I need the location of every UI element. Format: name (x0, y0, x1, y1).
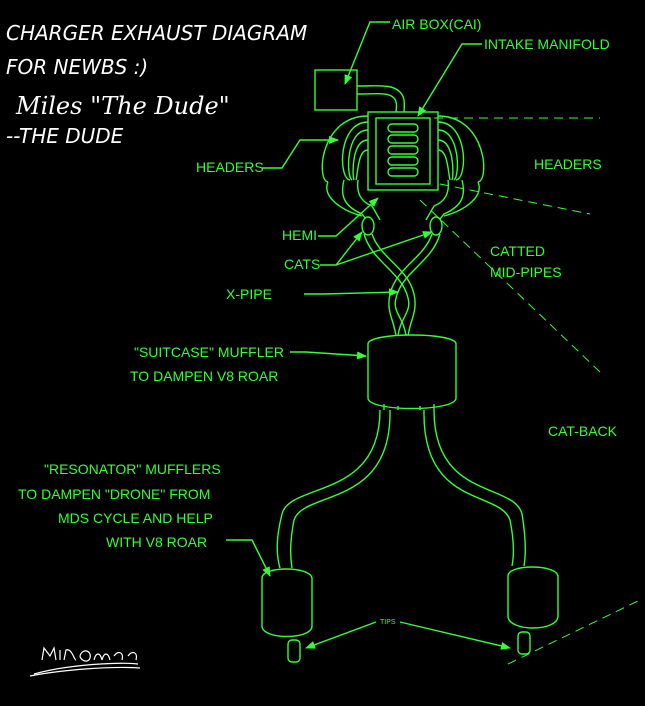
cats-leader-right (335, 231, 433, 266)
x-pipe-label: X-PIPE (226, 286, 272, 302)
resonator-left (261, 568, 313, 638)
intake-manifold (367, 111, 439, 191)
intake-manifold-inner (375, 117, 431, 185)
resonator-label-3: MDS CYCLE AND HELP (58, 510, 213, 526)
suitcase-label-2: TO DAMPEN V8 ROAR (130, 368, 278, 384)
title-line-2: FOR NEWBS :) (6, 55, 148, 79)
suitcase-muffler (367, 334, 457, 410)
resonator-label-4: WITH V8 ROAR (106, 534, 207, 550)
hemi-leader (318, 197, 379, 237)
headers-left-outer (321, 115, 369, 183)
headers-right-collector (443, 181, 480, 217)
title-author: --THE DUDE (6, 124, 124, 148)
catted-label-2: MID-PIPES (490, 264, 562, 280)
dash-line-midpipes (419, 199, 601, 373)
catted-label-1: CATTED (490, 243, 545, 259)
resonator-right (507, 566, 559, 629)
cat-left (361, 216, 375, 236)
headers-left-label: HEADERS (196, 159, 264, 175)
cat-right (429, 216, 443, 236)
headers-left-collector (326, 181, 363, 217)
resonator-label-2: TO DAMPEN "DRONE" FROM (18, 486, 210, 502)
tips-leader-left (305, 621, 377, 649)
cats-label: CATS (284, 256, 320, 272)
headers-right-bank (425, 115, 485, 225)
suitcase-label-1: "SUITCASE" MUFFLER (134, 344, 284, 360)
cats-leader-left (320, 231, 363, 266)
air-box-leader (344, 21, 390, 85)
suitcase-outlets (383, 404, 435, 410)
x-pipe (363, 233, 441, 337)
resonator-label-1: "RESONATOR" MUFFLERS (44, 461, 221, 477)
tips-leader-right (399, 621, 511, 650)
cat-back-pipes (276, 409, 527, 569)
resonator-leader (226, 539, 271, 577)
air-box-tube-top (356, 85, 406, 115)
tips-label: TIPS (380, 619, 396, 626)
suitcase-leader (290, 351, 367, 360)
tip-right (517, 631, 531, 655)
title-handwritten-name: Miles "The Dude" (15, 92, 230, 120)
signature (29, 646, 141, 677)
air-box (314, 69, 358, 111)
tip-left (287, 639, 301, 663)
air-box-tube-bottom (356, 92, 398, 115)
air-box-label: AIR BOX(CAI) (392, 16, 481, 32)
hemi-label: HEMI (282, 227, 317, 243)
headers-left-leader (262, 136, 339, 169)
dash-line-catback (507, 599, 641, 665)
cat-back-label: CAT-BACK (548, 423, 618, 439)
intake-runners (387, 123, 419, 177)
intake-manifold-label: INTAKE MANIFOLD (484, 36, 610, 52)
x-pipe-leader (304, 288, 399, 297)
dash-line-headers (439, 183, 591, 215)
intake-manifold-leader (417, 43, 482, 117)
title-line-1: CHARGER EXHAUST DIAGRAM (6, 21, 307, 45)
headers-right-label: HEADERS (534, 156, 602, 172)
